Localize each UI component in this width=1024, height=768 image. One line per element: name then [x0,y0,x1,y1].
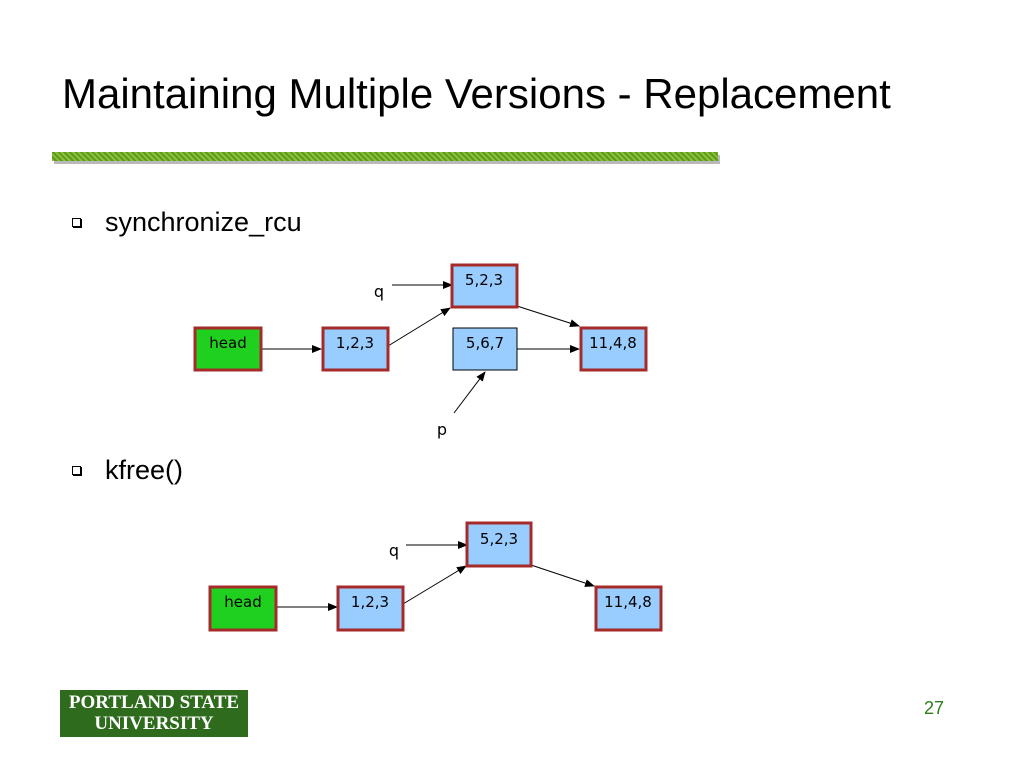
bullet-item: synchronize_rcu [72,207,302,238]
node-11-4-8-label: 11,4,8 [589,334,637,352]
bullet-text: kfree() [105,455,184,485]
node-head [208,585,278,632]
node-11-4-8 [594,585,663,632]
node-head-label: head [209,334,246,352]
node-1-2-3 [321,326,390,372]
edge-5-2-3-to-11 [516,305,580,328]
node-head [193,326,263,372]
edge-1-to-5-2-3 [387,307,451,347]
node-1-2-3-label: 1,2,3 [351,593,389,611]
title-divider [52,152,718,161]
node-11-4-8 [579,326,648,372]
edge-1-to-5-2-3 [402,565,467,605]
pointer-q-label: q [374,282,384,301]
bullet-square-icon [72,466,81,475]
node-1-2-3 [336,585,405,632]
pointer-p-label: p [437,420,447,439]
bullet-square-icon [72,218,81,227]
node-5-6-7-label: 5,6,7 [466,334,504,352]
edge-p-pointer [453,371,486,414]
edge-5-2-3-to-11 [530,564,595,587]
bullet-text: synchronize_rcu [105,207,302,237]
node-11-4-8-label: 11,4,8 [604,593,652,611]
logo-line-2: UNIVERSITY [94,713,214,734]
node-1-2-3-label: 1,2,3 [336,334,374,352]
node-5-6-7 [452,327,518,371]
bullet-item: kfree() [72,455,183,486]
node-head-label: head [224,593,261,611]
node-5-2-3 [465,521,533,568]
portland-state-logo: PORTLAND STATE UNIVERSITY [60,690,248,737]
diagram-synchronize-rcu: head 1,2,3 5,2,3 5,6,7 11,4,8 q p [193,263,648,439]
diagram-kfree: head 1,2,3 5,2,3 11,4,8 q [208,521,663,632]
page-number: 27 [924,698,945,718]
node-5-2-3-label: 5,2,3 [480,530,518,548]
logo-line-1: PORTLAND STATE [68,692,240,713]
node-5-2-3-label: 5,2,3 [465,271,503,289]
pointer-q-label: q [389,541,399,560]
slide-title: Maintaining Multiple Versions - Replacem… [62,70,891,117]
node-5-2-3 [450,263,519,309]
